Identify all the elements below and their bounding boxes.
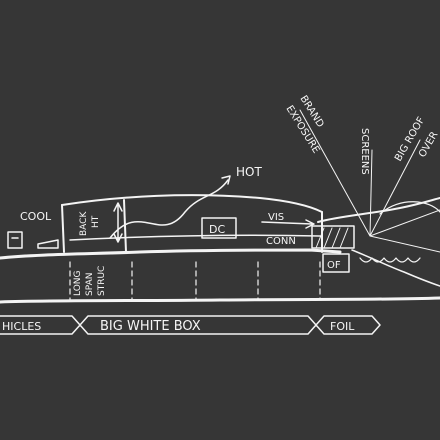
hot-label: HOT <box>236 165 262 179</box>
vehicles-label: HICLES <box>2 320 41 333</box>
foil-scallops <box>359 257 421 263</box>
exposure-rays <box>299 109 440 253</box>
slab-line <box>69 234 321 241</box>
exposure-arc <box>379 201 440 215</box>
long-span-label-2: SPAN <box>85 273 95 296</box>
height-arrow <box>113 202 123 243</box>
ground-line <box>0 248 342 260</box>
vis-label: VIS <box>268 212 284 223</box>
vis-conn-arrow <box>261 219 315 229</box>
cool-label: COOL <box>20 210 52 223</box>
column-lines <box>69 261 321 301</box>
dc-label: DC <box>209 223 225 236</box>
canopy-hatch <box>315 227 349 249</box>
basement-line <box>0 296 440 304</box>
zone-band <box>0 315 381 335</box>
heat-arrow-head <box>221 175 231 185</box>
over-label: OVER <box>417 130 440 160</box>
back-ht-label-1: BACK <box>79 211 89 236</box>
long-span-label-1: LONG <box>73 270 83 296</box>
of-box <box>322 253 350 273</box>
of-label: OF <box>327 260 341 271</box>
conn-label: CONN <box>266 236 296 247</box>
foil-label: FOIL <box>330 320 355 333</box>
big-white-box-label: BIG WHITE BOX <box>100 319 201 334</box>
heat-arrow <box>109 179 229 239</box>
cool-structure <box>7 231 59 249</box>
long-span-label-3: STRUC <box>97 266 107 296</box>
roof-overhang <box>317 197 440 223</box>
back-ht-label-2: HT <box>91 215 101 228</box>
foil-edge <box>351 249 440 287</box>
canopy-block <box>311 225 355 249</box>
roof-line <box>61 194 323 213</box>
screens-label: SCREENS <box>359 128 370 175</box>
dc-box <box>201 217 237 239</box>
